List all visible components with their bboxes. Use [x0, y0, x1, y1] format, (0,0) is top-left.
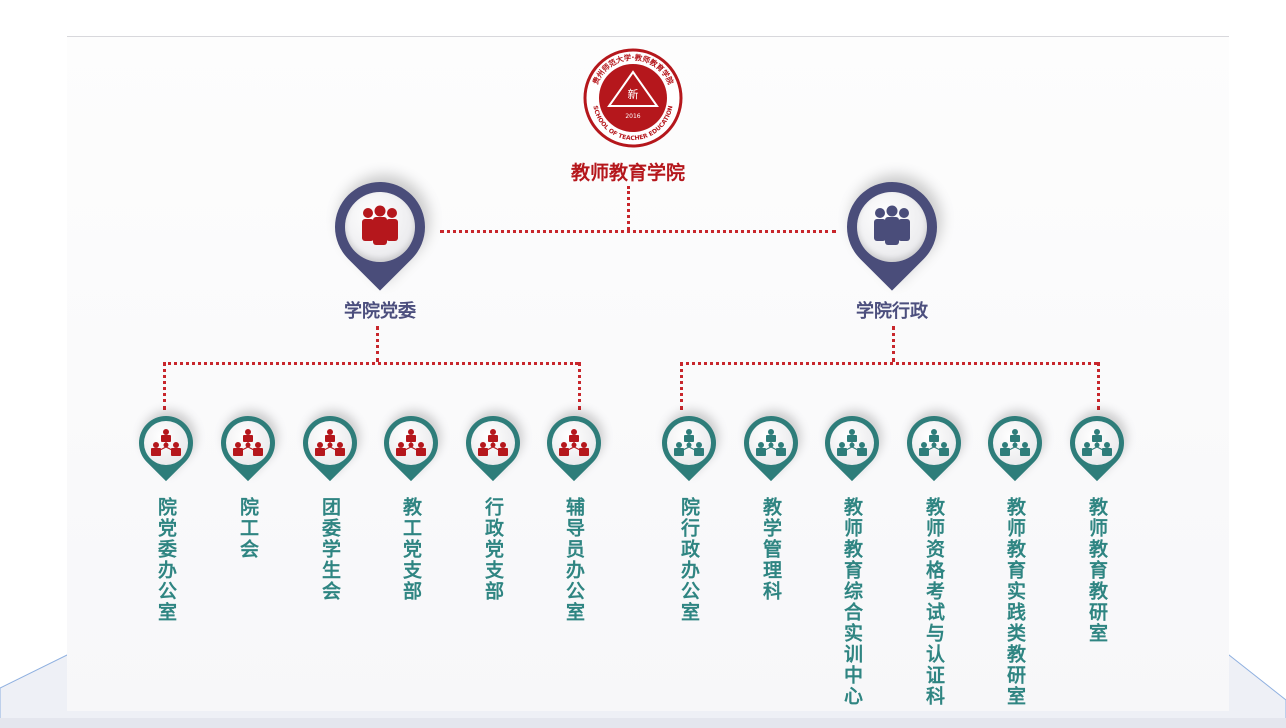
department-node[interactable]	[650, 404, 728, 486]
group-people-icon	[857, 192, 927, 262]
connector-line	[163, 362, 578, 365]
department-node[interactable]	[535, 404, 613, 486]
connector-line	[627, 186, 630, 230]
branch-label: 学院党委	[344, 301, 416, 322]
department-node[interactable]	[454, 404, 532, 486]
org-structure-icon	[912, 421, 956, 465]
department-node[interactable]	[372, 404, 450, 486]
department-label: 教师教育教研室	[1086, 497, 1108, 644]
org-structure-icon	[1075, 421, 1119, 465]
department-node[interactable]	[813, 404, 891, 486]
department-label: 教学管理科	[760, 497, 782, 602]
group-people-icon	[345, 192, 415, 262]
org-structure-icon	[471, 421, 515, 465]
school-logo: 贵州师范大学·教师教育学院 SCHOOL OF TEACHER EDUCATIO…	[583, 48, 683, 148]
org-structure-icon	[993, 421, 1037, 465]
department-label: 行政党支部	[482, 497, 504, 602]
svg-text:新: 新	[628, 87, 639, 101]
connector-line	[376, 326, 379, 362]
department-label: 教师教育实践类教研室	[1004, 497, 1026, 707]
org-structure-icon	[226, 421, 270, 465]
department-label: 教师教育综合实训中心	[841, 497, 863, 707]
svg-text:2016: 2016	[625, 113, 640, 120]
department-label: 教工党支部	[400, 497, 422, 602]
department-label: 院党委办公室	[155, 497, 177, 623]
connector-line	[680, 362, 683, 410]
department-node[interactable]	[1058, 404, 1136, 486]
department-label: 院工会	[237, 497, 259, 560]
department-node[interactable]	[209, 404, 287, 486]
department-node[interactable]	[732, 404, 810, 486]
org-structure-icon	[749, 421, 793, 465]
org-structure-icon	[552, 421, 596, 465]
department-node[interactable]	[976, 404, 1054, 486]
org-structure-icon	[667, 421, 711, 465]
department-node[interactable]	[291, 404, 369, 486]
department-node[interactable]	[895, 404, 973, 486]
department-label: 团委学生会	[319, 497, 341, 602]
department-label: 辅导员办公室	[563, 497, 585, 623]
connector-line	[1097, 362, 1100, 410]
connector-line	[892, 326, 895, 362]
connector-line	[578, 362, 581, 410]
root-title: 教师教育学院	[570, 162, 685, 184]
department-label: 院行政办公室	[678, 497, 700, 623]
org-structure-icon	[830, 421, 874, 465]
connector-line	[680, 362, 1097, 365]
branch-label: 学院行政	[856, 301, 928, 322]
org-structure-icon	[144, 421, 188, 465]
connector-line	[163, 362, 166, 410]
administration-node[interactable]	[828, 163, 956, 302]
department-node[interactable]	[127, 404, 205, 486]
org-structure-icon	[389, 421, 433, 465]
org-chart-panel	[67, 36, 1229, 711]
party-committee-node[interactable]	[316, 163, 444, 302]
department-label: 教师资格考试与认证科	[923, 497, 945, 707]
org-structure-icon	[308, 421, 352, 465]
connector-line	[440, 230, 836, 233]
